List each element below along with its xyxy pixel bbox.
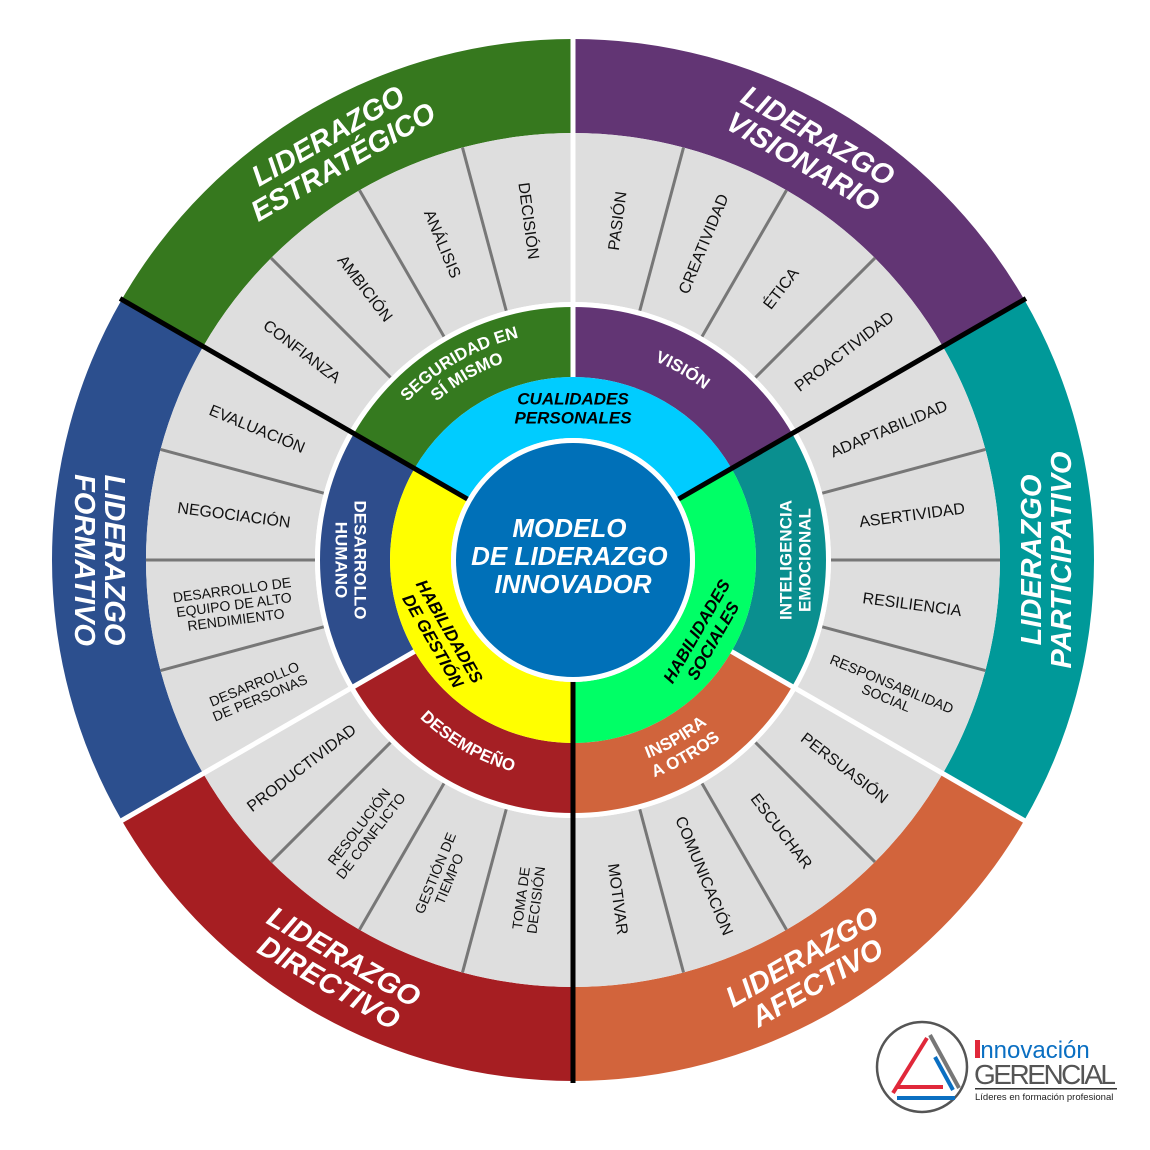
- white-divider: [730, 649, 1029, 825]
- competency-2: INTELIGENCIAEMOCIONAL: [731, 433, 826, 687]
- competency-segment: [573, 307, 793, 469]
- skill-divider: [638, 808, 685, 973]
- divider-lines: [117, 35, 1029, 1083]
- center-circle: [456, 443, 690, 677]
- leadership-style-2: LIDERAZGOPARTICIPATIVO: [942, 299, 1094, 821]
- logo-underline: [975, 1088, 1117, 1090]
- leadership-style-label-line: PARTICIPATIVO: [1046, 451, 1078, 668]
- logo-triangle-icon: [891, 1034, 961, 1100]
- leadership-style-label: LIDERAZGOFORMATIVO: [68, 474, 130, 646]
- leadership-style-segment: [573, 39, 1025, 347]
- leadership-style-label-line: LIDERAZGO: [1016, 474, 1048, 645]
- competency-label-line: EMOCIONAL: [795, 508, 814, 612]
- logo-tagline: Líderes en formación profesional: [975, 1092, 1113, 1103]
- leadership-style-label-line: LIDERAZGO: [98, 475, 130, 646]
- competency-label: INTELIGENCIAEMOCIONAL: [776, 500, 814, 620]
- competency-segment: [573, 651, 793, 813]
- competency-label-line: DESARROLLO: [351, 501, 370, 620]
- center-title-text: MODELO DE LIDERAZGO INNOVADOR: [471, 513, 675, 599]
- category-label-line: CUALIDADES: [517, 389, 629, 408]
- leadership-style-segment: [51, 299, 204, 821]
- competency-5: DESARROLLOHUMANO: [320, 433, 415, 687]
- competency-segment: [320, 433, 415, 687]
- leadership-style-5: LIDERAZGOFORMATIVO: [51, 299, 204, 821]
- skill-divider: [160, 448, 325, 495]
- skill-divider: [358, 189, 446, 338]
- skill-divider: [461, 147, 508, 312]
- skill-divider: [700, 189, 788, 338]
- skill-divider: [754, 741, 876, 863]
- competency-segment: [353, 307, 573, 469]
- competency-label: DESARROLLOHUMANO: [332, 501, 370, 620]
- skill-divider: [160, 625, 325, 672]
- competency-label-line: INTELIGENCIA: [776, 500, 795, 620]
- leadership-style-segment: [121, 773, 573, 1081]
- competency-label-line: HUMANO: [332, 522, 351, 599]
- innovacion-gerencial-logo: innovación GERENCIAL Líderes en formació…: [875, 1020, 1117, 1114]
- skill-divider: [638, 147, 685, 312]
- logo-brand-bottom: GERENCIAL: [974, 1059, 1116, 1090]
- leadership-style-segment: [942, 299, 1094, 821]
- logo-brand-top: innovación: [975, 1037, 1090, 1064]
- black-divider: [118, 296, 471, 503]
- logo-circle: [875, 1020, 969, 1114]
- skill-divider: [270, 257, 392, 379]
- center-title-line: INNOVADOR: [495, 569, 652, 599]
- logo-red-accent: [975, 1040, 980, 1058]
- skill-divider: [461, 808, 508, 973]
- center-title: MODELO DE LIDERAZGO INNOVADOR: [451, 438, 695, 682]
- leadership-style-segment: [573, 773, 1025, 1081]
- skill-divider: [754, 257, 876, 379]
- skill-divider: [821, 625, 986, 672]
- center-title-line: MODELO: [512, 513, 626, 543]
- black-divider: [675, 296, 1028, 503]
- leadership-style-label-line: FORMATIVO: [68, 474, 100, 646]
- competency-1: VISIÓN: [573, 307, 793, 469]
- category-label-line: PERSONALES: [514, 408, 632, 427]
- skill-divider: [358, 782, 446, 931]
- competency-segment: [353, 651, 573, 813]
- skill-divider: [700, 782, 788, 931]
- white-divider: [117, 649, 416, 825]
- category-segment: [390, 468, 573, 743]
- center-title-line: DE LIDERAZGO: [471, 541, 667, 571]
- skill-divider: [821, 448, 986, 495]
- category-2: HABILIDADESDE GESTIÓN: [390, 468, 573, 743]
- category-1: HABILIDADESSOCIALES: [573, 468, 756, 743]
- category-segment: [573, 468, 756, 743]
- skill-divider: [270, 741, 392, 863]
- leadership-style-label: LIDERAZGOPARTICIPATIVO: [1016, 451, 1078, 668]
- leadership-style-segment: [121, 39, 573, 347]
- competency-segment: [731, 433, 826, 687]
